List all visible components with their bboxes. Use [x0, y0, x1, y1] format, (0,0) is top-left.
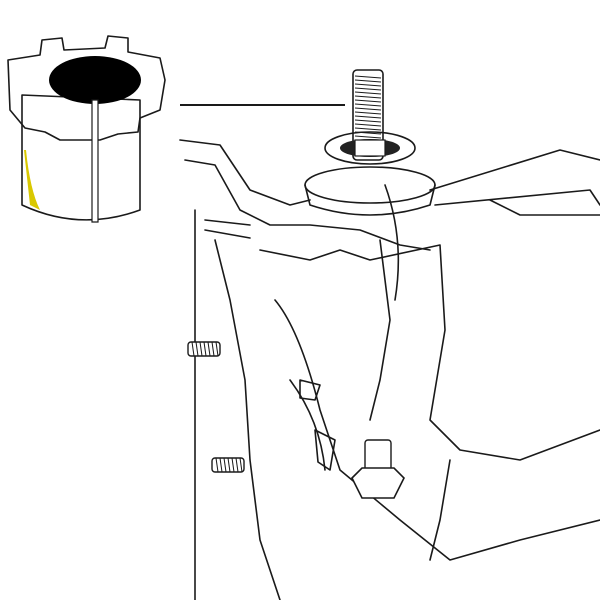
cam-bushing-illustration	[7, 35, 166, 223]
thread-line	[191, 341, 195, 357]
stud-base	[354, 139, 386, 157]
thread-line	[231, 457, 235, 473]
stud-threads	[354, 75, 382, 139]
thread-line	[354, 79, 382, 83]
bushing-body	[21, 94, 141, 221]
thread-line	[354, 111, 382, 115]
thread-line	[354, 107, 382, 111]
thread-line	[354, 127, 382, 131]
ball-joint-housing	[304, 166, 436, 204]
thread-line	[195, 341, 199, 357]
steering-knuckle	[179, 139, 600, 600]
thread-line	[199, 341, 203, 357]
bushing-slot	[91, 99, 99, 223]
thread-line	[354, 83, 382, 87]
upper-control-arm	[429, 149, 600, 216]
housing-side	[304, 184, 436, 216]
bushing-flange	[7, 35, 166, 141]
thread-line	[203, 341, 207, 357]
thread-line	[354, 91, 382, 95]
thread-line	[354, 87, 382, 91]
thread-line	[215, 341, 219, 357]
thread-line	[239, 457, 243, 473]
bushing-bore	[49, 56, 141, 104]
thread-line	[219, 457, 223, 473]
wheel-stud-upper	[187, 341, 221, 357]
thread-line	[223, 457, 227, 473]
thread-line	[354, 135, 382, 139]
cam-ring	[324, 131, 416, 165]
thread-line	[354, 103, 382, 107]
thread-line	[354, 75, 382, 79]
thread-line	[354, 99, 382, 103]
lower-ball-joint-nut	[351, 439, 405, 499]
thread-line	[354, 119, 382, 123]
ball-joint-stud	[304, 69, 436, 216]
thread-line	[211, 341, 215, 357]
thread-line	[215, 457, 219, 473]
thread-line	[354, 95, 382, 99]
thread-line	[227, 457, 231, 473]
thread-line	[354, 123, 382, 127]
thread-line	[235, 457, 239, 473]
thread-line	[207, 341, 211, 357]
wheel-stud-lower	[211, 457, 245, 473]
bushing-shade	[24, 150, 40, 210]
thread-line	[354, 115, 382, 119]
